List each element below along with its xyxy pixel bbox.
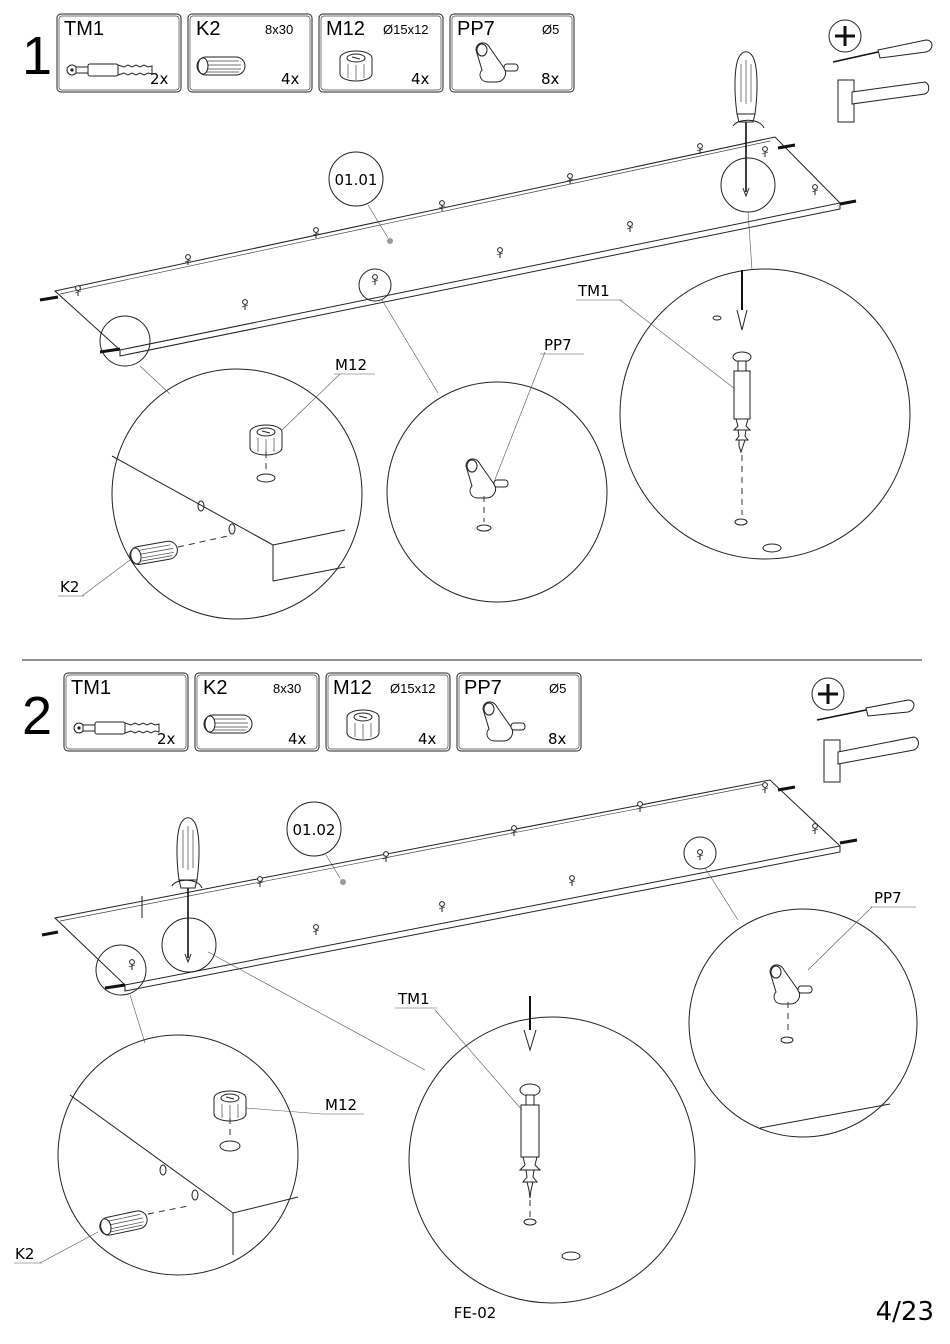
part-box-m12: M12 Ø15x12 4x <box>319 14 443 92</box>
panel-01-02: 01.02 <box>42 780 857 991</box>
part-code: M12 <box>333 677 372 699</box>
screwdriver-icon <box>833 40 932 62</box>
part-code: PP7 <box>464 677 502 699</box>
part-code: TM1 <box>71 677 111 699</box>
part-code: K2 <box>196 18 220 40</box>
part-box-k2: K2 8x30 4x <box>195 673 319 751</box>
cam-bolt-icon <box>74 722 159 734</box>
part-dimension: 8x30 <box>273 681 301 696</box>
detail-tm1: TM1 <box>576 212 910 559</box>
callout-k2: K2 <box>60 578 79 596</box>
step-number: 2 <box>22 686 52 746</box>
dowel-icon <box>204 715 252 733</box>
part-dimension: Ø5 <box>549 681 566 696</box>
part-code: M12 <box>326 18 365 40</box>
panel-label: 01.01 <box>335 171 378 189</box>
part-qty: 4x <box>418 730 437 748</box>
part-qty: 4x <box>288 730 307 748</box>
dowel-icon <box>197 57 245 75</box>
part-box-m12: M12 Ø15x12 4x <box>326 673 450 751</box>
callout-tm1: TM1 <box>577 282 610 300</box>
cam-lock-icon <box>340 51 372 81</box>
part-qty: 2x <box>150 70 169 88</box>
cam-bolt-icon <box>67 64 152 76</box>
callout-pp7: PP7 <box>874 889 902 907</box>
part-qty: 8x <box>548 730 567 748</box>
part-code: K2 <box>203 677 227 699</box>
panel-01-01: 01.01 <box>40 137 856 356</box>
part-box-k2: K2 8x30 4x <box>188 14 312 92</box>
detail-m12-k2: M12 K2 <box>14 995 364 1275</box>
parts-row: TM1 2x K2 8x30 4x M12 Ø15x12 4x <box>64 673 581 751</box>
part-qty: 4x <box>281 70 300 88</box>
callout-m12: M12 <box>335 356 367 374</box>
part-code: TM1 <box>64 18 104 40</box>
part-qty: 8x <box>541 70 560 88</box>
tools <box>812 678 919 782</box>
part-dimension: Ø15x12 <box>390 681 436 696</box>
part-dimension: Ø15x12 <box>383 22 429 37</box>
panel-label: 01.02 <box>293 821 336 839</box>
page-number: 4/23 <box>876 1297 934 1327</box>
hammer-icon <box>824 737 919 782</box>
part-qty: 4x <box>411 70 430 88</box>
part-qty: 2x <box>157 730 176 748</box>
callout-pp7: PP7 <box>544 336 572 354</box>
part-box-pp7: PP7 Ø5 8x <box>450 14 574 92</box>
tools <box>829 20 932 122</box>
screwdriver-icon <box>735 52 757 196</box>
detail-pp7: PP7 <box>382 300 607 602</box>
callout-k2: K2 <box>15 1245 34 1263</box>
detail-tm1: TM1 <box>208 952 695 1303</box>
part-box-tm1: TM1 2x <box>64 673 188 751</box>
part-dimension: 8x30 <box>265 22 293 37</box>
shelf-support-icon <box>483 702 525 741</box>
hammer-icon <box>838 80 929 122</box>
step-1: 1 TM1 2x K2 8x30 4x <box>22 14 932 619</box>
detail-m12-k2: M12 K2 <box>58 356 375 619</box>
step-2: 2 TM1 2x K2 8x30 4x M12 Ø15x12 <box>14 673 919 1303</box>
part-box-tm1: TM1 2x <box>57 14 181 92</box>
screwdriver-icon <box>177 818 199 962</box>
step-number: 1 <box>22 26 52 86</box>
part-dimension: Ø5 <box>542 22 559 37</box>
part-box-pp7: PP7 Ø5 8x <box>457 673 581 751</box>
callout-tm1: TM1 <box>397 990 430 1008</box>
part-code: PP7 <box>457 18 495 40</box>
document-code: FE-02 <box>454 1304 497 1322</box>
cam-lock-icon <box>347 710 379 740</box>
callout-m12: M12 <box>325 1096 357 1114</box>
parts-row: TM1 2x K2 8x30 4x M12 Ø15x12 4x <box>57 14 574 92</box>
shelf-support-icon <box>476 43 518 82</box>
detail-pp7: PP7 <box>689 868 917 1137</box>
